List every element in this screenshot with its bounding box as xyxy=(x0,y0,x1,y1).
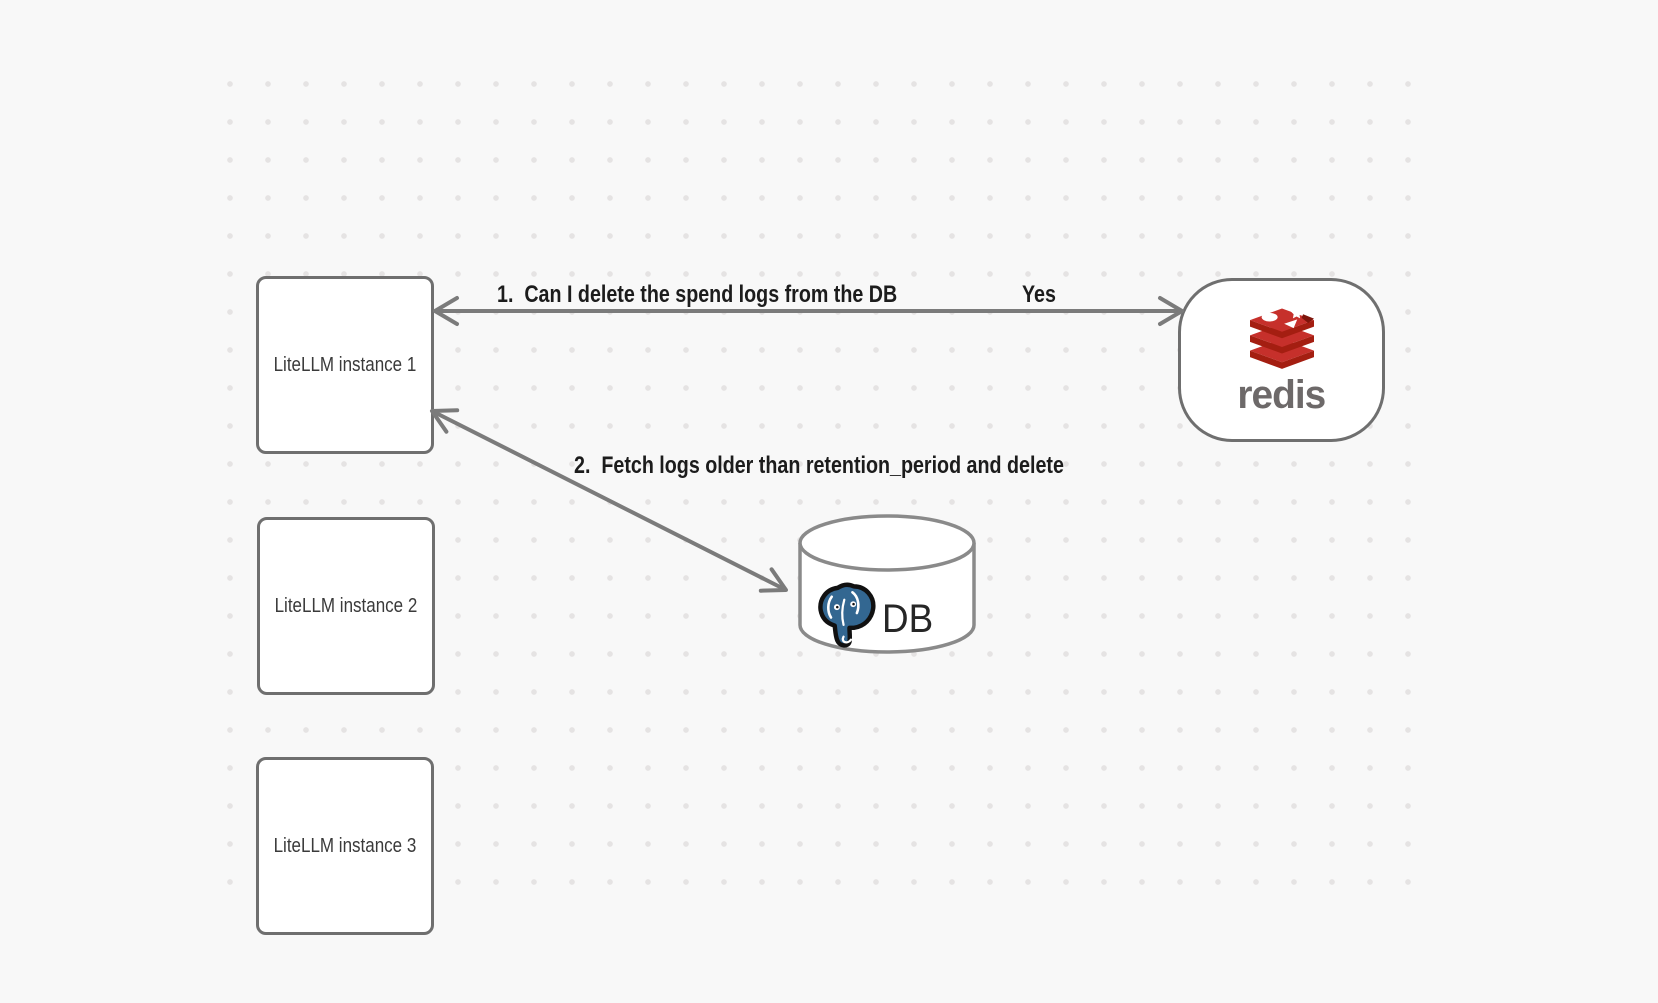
node-label: LiteLLM instance 3 xyxy=(273,834,417,857)
arrow-1-response-label: Yes xyxy=(1022,281,1056,308)
node-redis[interactable]: redis xyxy=(1178,278,1385,442)
node-db-cylinder[interactable]: DB xyxy=(798,514,976,654)
redis-wordmark: redis xyxy=(1237,373,1327,417)
node-litellm-instance-2[interactable]: LiteLLM instance 2 xyxy=(257,517,435,695)
node-litellm-instance-1[interactable]: LiteLLM instance 1 xyxy=(256,276,434,454)
redis-logo-icon xyxy=(1249,307,1314,369)
postgres-elephant-icon xyxy=(818,582,876,648)
db-label: DB xyxy=(882,597,934,641)
arrow-1-label: 1. Can I delete the spend logs from the … xyxy=(497,281,898,308)
node-label: LiteLLM instance 1 xyxy=(273,353,417,376)
arrow-2-label: 2. Fetch logs older than retention_perio… xyxy=(574,452,1064,479)
node-label: LiteLLM instance 2 xyxy=(274,594,418,617)
node-litellm-instance-3[interactable]: LiteLLM instance 3 xyxy=(256,757,434,935)
